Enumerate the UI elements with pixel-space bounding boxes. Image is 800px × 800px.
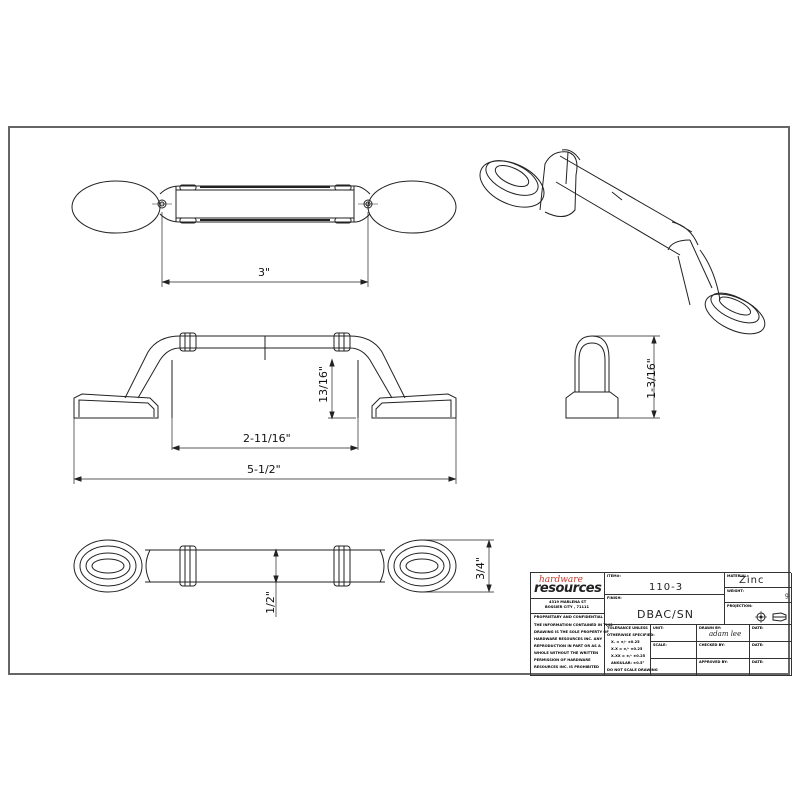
date-cell-drawn: DATE: — [750, 625, 792, 642]
projection-label: PROJECTION: — [727, 604, 753, 608]
dim-center-to-center: 3" — [258, 266, 271, 279]
material-cell: MATERIAL: Zinc — [725, 573, 792, 588]
proprietary-line: WHOLE WITHOUT THE WRITTEN — [534, 651, 599, 655]
tolerance-line: TOLERANCE UNLESS — [607, 626, 648, 630]
tolerance-line: X.X = ±/- ±0.25 — [611, 647, 643, 651]
approved-by-cell: APPROVED BY: — [697, 659, 750, 676]
drawn-by-signature: adam lee — [709, 630, 742, 638]
top-view — [71, 180, 457, 287]
isometric-view — [479, 149, 766, 335]
logo-hardware: hardware — [539, 575, 583, 585]
item-number: 110-3 — [649, 582, 684, 593]
finish-cell: FINISH: DBAC/SN — [605, 595, 725, 625]
date-cell-checked: DATE: — [750, 642, 792, 659]
address-cell: 4319 MARLENA ST BOSSIER CITY , 71111 — [531, 599, 605, 614]
logo-resources: resources — [534, 581, 602, 596]
item-label: ITEM#: — [607, 574, 621, 578]
tolerance-line: ANGULAR: ±0.5° — [611, 661, 645, 665]
material-label: MATERIAL: — [727, 574, 749, 578]
proprietary-line: DRAWING IS THE SOLE PROPERTY OF — [534, 630, 609, 634]
weight-unit: g — [785, 592, 790, 599]
drawing-frame — [8, 126, 790, 675]
proprietary-line: THE INFORMATION CONTAINED IN THIS — [534, 623, 613, 627]
finish-label: FINISH: — [607, 596, 622, 600]
third-angle-projection-icon — [755, 611, 787, 623]
bottom-view — [73, 539, 494, 617]
weight-cell: WEIGHT: g — [725, 588, 792, 603]
scale-label: SCALE: — [653, 643, 667, 647]
proprietary-line: HARDWARE RESOURCES INC. ANY — [534, 637, 603, 641]
checked-by-label: CHECKED BY: — [699, 643, 725, 647]
address-line-1: 4319 MARLENA ST — [549, 600, 587, 604]
dim-foot-width: 3/4" — [473, 557, 487, 580]
dim-inner-span: 2-11/16" — [243, 432, 291, 445]
scale-cell: SCALE: — [651, 642, 697, 659]
tolerance-line: OTHERWISE SPECIFIED: — [607, 633, 655, 637]
tolerance-cell: TOLERANCE UNLESS OTHERWISE SPECIFIED: X.… — [605, 625, 658, 676]
dim-overall-length: 5-1/2" — [247, 463, 281, 476]
tolerance-line: X.XX = ±/- ±0.25 — [611, 654, 646, 658]
unit-cell: UNIT: — [651, 625, 697, 642]
checked-by-cell: CHECKED BY: — [697, 642, 750, 659]
proprietary-cell: PROPRIETARY AND CONFIDENTIAL THE INFORMA… — [531, 614, 613, 676]
drawn-by-label: DRAWN BY: — [699, 626, 722, 630]
logo-cell: hardware resources — [531, 573, 605, 599]
item-cell: ITEM#: 110-3 — [605, 573, 725, 595]
title-block: hardware resources 4319 MARLENA ST BOSSI… — [530, 572, 792, 676]
tolerance-line: DO NOT SCALE DRAWING — [607, 668, 658, 672]
blank-cell — [651, 659, 697, 676]
proprietary-header: PROPRIETARY AND CONFIDENTIAL — [534, 615, 603, 619]
approved-by-label: APPROVED BY: — [699, 660, 728, 664]
projection-cell: PROJECTION: — [725, 603, 792, 625]
dim-side-height: 1-3/16" — [644, 358, 658, 399]
date-label: DATE: — [752, 660, 764, 664]
proprietary-line: REPRODUCTION IN PART OR AS A — [534, 644, 601, 648]
weight-label: WEIGHT: — [727, 589, 744, 593]
dim-handle-height: 13/16" — [316, 366, 330, 403]
side-view — [565, 335, 660, 419]
front-view — [73, 332, 457, 484]
address-line-2: BOSSIER CITY , 71111 — [545, 605, 590, 609]
unit-label: UNIT: — [653, 626, 664, 630]
proprietary-line: RESOURCES INC. IS PROHIBITED — [534, 665, 600, 669]
material-value: Zinc — [739, 575, 765, 586]
drawn-by-cell: DRAWN BY: adam lee — [697, 625, 750, 642]
finish-value: DBAC/SN — [637, 608, 694, 621]
dim-bar-width: 1/2" — [263, 591, 277, 614]
tolerance-line: X. = ±/- ±0.25 — [611, 640, 640, 644]
date-label: DATE: — [752, 643, 764, 647]
date-cell-approved: DATE: — [750, 659, 792, 676]
proprietary-line: PERMISSION OF HARDWARE — [534, 658, 591, 662]
date-label: DATE: — [752, 626, 764, 630]
